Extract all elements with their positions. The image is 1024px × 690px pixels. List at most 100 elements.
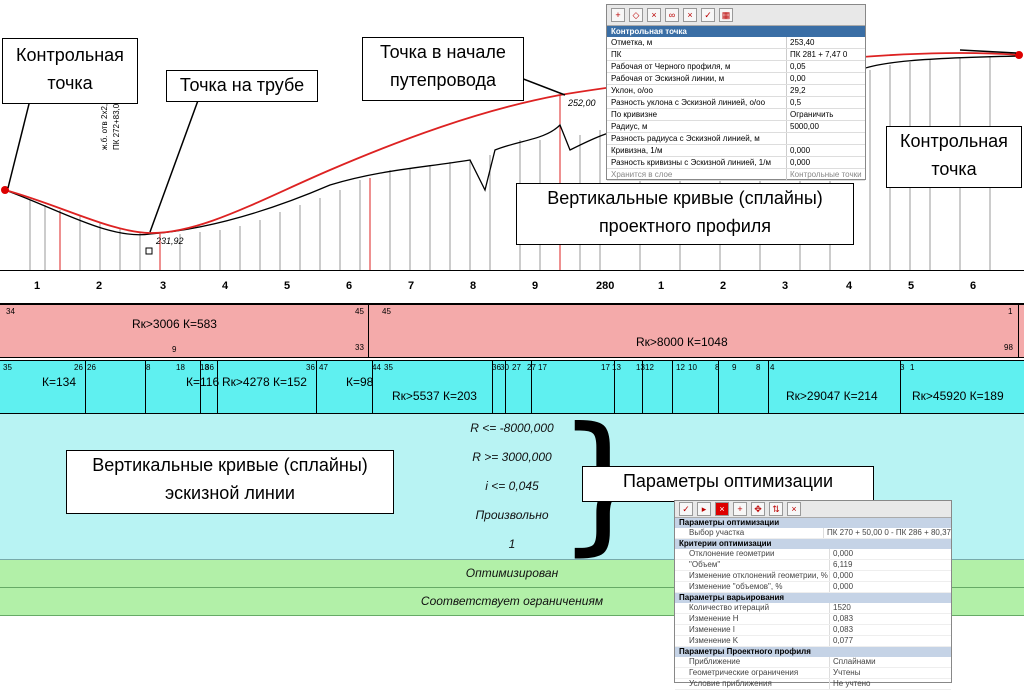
sketch-curve-5[interactable]: Rк>5537 К=203 bbox=[392, 389, 477, 403]
status-optimized-text: Оптимизирован bbox=[465, 566, 559, 580]
sketch-band-number: 36 bbox=[306, 363, 315, 372]
sketch-band-number: 10 bbox=[688, 363, 697, 372]
pink-num: 9 bbox=[172, 345, 177, 354]
prop-key: Разность радиуса с Эскизной линией, м bbox=[611, 134, 760, 143]
opt-value[interactable]: 0,000 bbox=[829, 582, 951, 592]
callout-control-right: Контрольная точка bbox=[886, 126, 1022, 188]
pink-num: 1 bbox=[1008, 307, 1013, 316]
close-icon[interactable]: × bbox=[787, 502, 801, 516]
sketch-curve-4[interactable]: К=98 bbox=[346, 375, 374, 389]
prop-key: Рабочая от Черного профиля, м bbox=[611, 62, 731, 71]
sketch-curve-3[interactable]: Rк>4278 К=152 bbox=[222, 375, 307, 389]
prop-row: Рабочая от Эскизной линии, м 0,00 bbox=[607, 73, 865, 85]
sketch-band-number: 47 bbox=[319, 363, 328, 372]
prop-value[interactable]: 5000,00 bbox=[786, 121, 865, 132]
opt-value[interactable]: Сплайнами bbox=[829, 657, 951, 667]
opt-value[interactable]: 6,119 bbox=[829, 560, 951, 570]
prop-value[interactable]: ПК 281 + 7,47 0 bbox=[786, 49, 865, 60]
pink-num: 98 bbox=[1004, 343, 1013, 352]
stop-icon[interactable]: × bbox=[715, 502, 729, 516]
opt-key: "Объем" bbox=[689, 560, 721, 569]
sketch-band-number: 3 bbox=[900, 363, 905, 372]
callout-control-left: Контрольная точка bbox=[2, 38, 138, 104]
opt-value[interactable]: 0,077 bbox=[829, 636, 951, 646]
remove-icon[interactable]: × bbox=[683, 8, 697, 22]
callout-overpass: Точка в начале путепровода bbox=[362, 37, 524, 101]
prop-value[interactable]: 0,000 bbox=[786, 157, 865, 168]
sketch-band-number: 18 bbox=[200, 363, 209, 372]
prop-value[interactable] bbox=[786, 133, 865, 144]
add-point-icon[interactable]: + bbox=[611, 8, 625, 22]
prop-value[interactable]: Ограничить bbox=[786, 109, 865, 120]
param-weight-text: 1 bbox=[508, 537, 516, 551]
save-icon[interactable]: ▦ bbox=[719, 8, 733, 22]
prop-value[interactable]: 0,05 bbox=[786, 61, 865, 72]
prop-key: Рабочая от Эскизной линии, м bbox=[611, 74, 725, 83]
status-constraints-text: Соответствует ограничениям bbox=[420, 594, 604, 608]
station-tick-label: 6 bbox=[346, 280, 353, 292]
check-icon[interactable]: ✓ bbox=[679, 502, 693, 516]
sketch-band-divider bbox=[145, 361, 146, 413]
optimization-panel[interactable]: ✓ ▸ × + ✥ ⇅ × Параметры оптимизации Выбо… bbox=[674, 500, 952, 690]
sketch-band-number: 35 bbox=[3, 363, 12, 372]
prop-value[interactable]: 0,000 bbox=[786, 145, 865, 156]
sketch-band-divider bbox=[85, 361, 86, 413]
sketch-curves-band[interactable]: К=134 К=116 Rк>4278 К=152 К=98 Rк>5537 К… bbox=[0, 360, 1024, 414]
design-curve-1[interactable]: Rк>3006 К=583 bbox=[132, 317, 217, 331]
opt-value[interactable]: Не учтено bbox=[829, 679, 951, 689]
sketch-curve-1[interactable]: К=134 bbox=[42, 375, 77, 389]
callout-design-curves: Вертикальные кривые (сплайны) проектного… bbox=[516, 183, 854, 245]
pink-num: 33 bbox=[355, 343, 364, 352]
move-icon[interactable]: + bbox=[733, 502, 747, 516]
sketch-band-number: 13 bbox=[636, 363, 645, 372]
prop-key: Разность уклона с Эскизной линией, о/оо bbox=[611, 98, 766, 107]
sketch-band-number: 12 bbox=[645, 363, 654, 372]
sketch-band-number: 35 bbox=[384, 363, 393, 372]
opt-value[interactable]: ПК 270 + 50,00 0 - ПК 286 + 80,37 bbox=[822, 528, 951, 538]
prop-value[interactable]: 29,2 bbox=[786, 85, 865, 96]
prop-row: Разность уклона с Эскизной линией, о/оо 0… bbox=[607, 97, 865, 109]
sketch-band-divider bbox=[900, 361, 901, 413]
design-curves-band[interactable]: 34 45 45 1 9 33 98 Rк>3006 К=583 Rк>8000… bbox=[0, 304, 1024, 358]
sketch-curve-6[interactable]: Rк>29047 К=214 bbox=[786, 389, 878, 403]
station-tick-label: 5 bbox=[284, 280, 291, 292]
add-node-icon[interactable]: ◇ bbox=[629, 8, 643, 22]
sketch-band-divider bbox=[768, 361, 769, 413]
shift-icon[interactable]: ⇅ bbox=[769, 502, 783, 516]
move-all-icon[interactable]: ✥ bbox=[751, 502, 765, 516]
sketch-band-divider bbox=[316, 361, 317, 413]
opt-value[interactable]: 1520 bbox=[829, 603, 951, 613]
link-icon[interactable]: ∞ bbox=[665, 8, 679, 22]
pipe-label: ж.б. отв 2x2,5 bbox=[100, 99, 109, 150]
opt-value[interactable]: Учтены bbox=[829, 668, 951, 678]
prop-value[interactable]: 0,5 bbox=[786, 97, 865, 108]
station-tick-label: 1 bbox=[34, 280, 41, 292]
sketch-curve-2[interactable]: К=116 bbox=[186, 375, 220, 389]
param-row-r-neg[interactable]: R <= -8000,000 bbox=[0, 414, 1024, 444]
opt-value[interactable]: 0,083 bbox=[829, 625, 951, 635]
check-icon[interactable]: ✓ bbox=[701, 8, 715, 22]
opt-key: Условие приближения bbox=[689, 679, 772, 688]
opt-group-params: Параметры оптимизации bbox=[675, 518, 951, 528]
prop-value[interactable]: 0,00 bbox=[786, 73, 865, 84]
prop-value[interactable]: 253,40 bbox=[786, 37, 865, 48]
delete-icon[interactable]: × bbox=[647, 8, 661, 22]
sketch-band-number: 9 bbox=[732, 363, 737, 372]
prop-key: ПК bbox=[611, 50, 622, 59]
sketch-curve-7[interactable]: Rк>45920 К=189 bbox=[912, 389, 1004, 403]
param-slope-text: i <= 0,045 bbox=[485, 479, 539, 493]
opt-value[interactable]: 0,000 bbox=[829, 549, 951, 559]
opt-value[interactable]: 0,000 bbox=[829, 571, 951, 581]
sketch-band-number: 8 bbox=[146, 363, 151, 372]
design-curve-2[interactable]: Rк>8000 К=1048 bbox=[636, 335, 728, 349]
control-point-left bbox=[1, 186, 9, 194]
station-tick-label: 4 bbox=[846, 280, 853, 292]
select-icon[interactable]: ▸ bbox=[697, 502, 711, 516]
sketch-band-number: 26 bbox=[74, 363, 83, 372]
prop-key: Радиус, м bbox=[611, 122, 648, 131]
control-point-properties-panel[interactable]: + ◇ × ∞ × ✓ ▦ Контрольная точка Отметка,… bbox=[606, 4, 866, 181]
opt-value[interactable]: 0,083 bbox=[829, 614, 951, 624]
